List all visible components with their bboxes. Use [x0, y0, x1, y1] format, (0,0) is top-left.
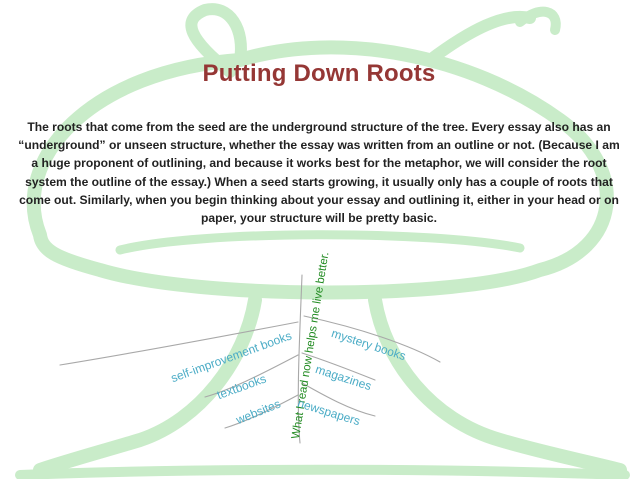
tree-inner-curve	[115, 230, 525, 255]
tree-leaf-top	[515, 6, 561, 35]
tree-ground-line	[15, 464, 630, 479]
root-line-newspapers	[301, 382, 376, 417]
body-paragraph: The roots that come from the seed are th…	[18, 120, 620, 226]
root-line-textbooks	[204, 354, 299, 398]
tree-trunk-right	[368, 293, 627, 477]
tree-branch-right	[424, 10, 536, 66]
root-main-line	[297, 274, 303, 444]
root-line-self-improvement	[59, 321, 299, 366]
root-line-mystery	[303, 315, 441, 363]
root-line-websites	[224, 394, 299, 429]
root-line-magazines	[301, 352, 376, 381]
tree-trunk-left	[33, 293, 262, 477]
slide-title: Putting Down Roots	[202, 60, 436, 87]
tree-branch-left	[185, 3, 247, 78]
tree-canopy-outline	[26, 40, 614, 300]
